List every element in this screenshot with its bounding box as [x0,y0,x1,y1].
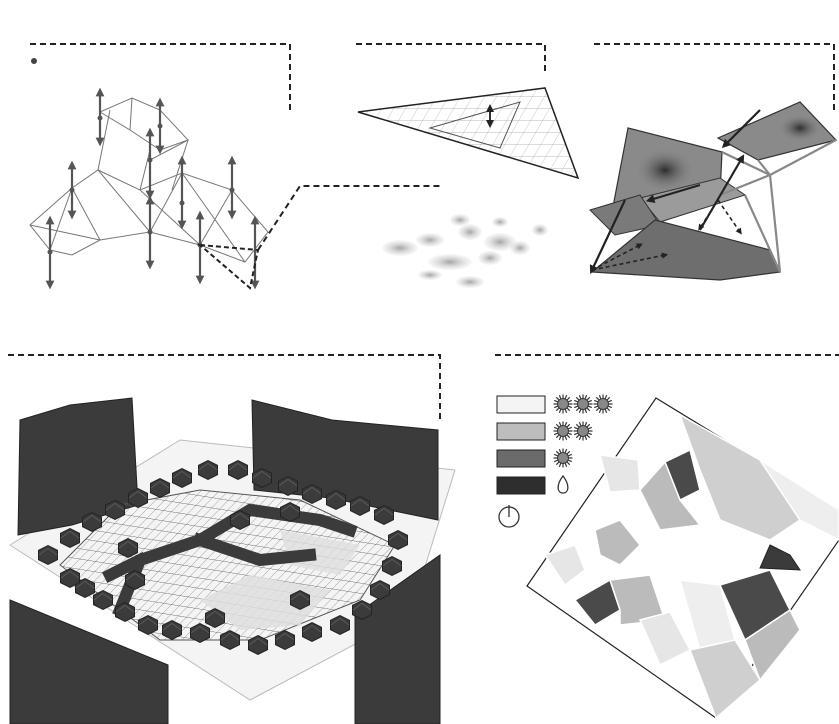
displacement-arrows [50,92,255,285]
sun-icon [574,395,593,414]
soft-ellipse [428,254,472,270]
soft-ellipse [450,214,470,226]
callout-dashed-line [594,44,834,112]
legend-swatch [497,423,545,440]
soft-ellipse [492,217,508,227]
ellipse-cluster [382,214,548,288]
sun-icon [594,395,613,414]
panel-landscape [8,355,455,724]
callout-dashed-line [30,44,290,110]
soft-ellipse [382,240,418,256]
soft-ellipse [418,270,442,280]
legend-swatch [497,477,545,494]
panel-folded-surfaces [590,44,836,280]
soft-ellipse [532,224,548,236]
panel-zoning-map [495,355,839,718]
soft-ellipse [510,241,530,255]
soft-ellipse [456,276,484,288]
legend-swatch [497,396,545,413]
power-icon [499,505,519,527]
highlighted-triangle [200,245,258,288]
soft-ellipse [416,233,444,247]
grid-triangle [358,88,578,178]
sun-icon [554,422,573,441]
water-drop-icon [558,476,568,493]
panel-triangle-grid [356,44,578,178]
start-dot [31,58,37,64]
connector-dashed-line [258,186,442,250]
panel-vertical-displacement [30,44,442,288]
sun-icon [554,449,573,468]
legend-swatch [497,450,545,467]
sun-icon [574,422,593,441]
soft-ellipse [478,251,502,265]
callout-dashed-line [356,44,545,75]
zoning-square [527,398,839,718]
panel-soft-ellipses [382,214,548,288]
soft-ellipse [458,224,482,240]
sun-icon [554,395,573,414]
